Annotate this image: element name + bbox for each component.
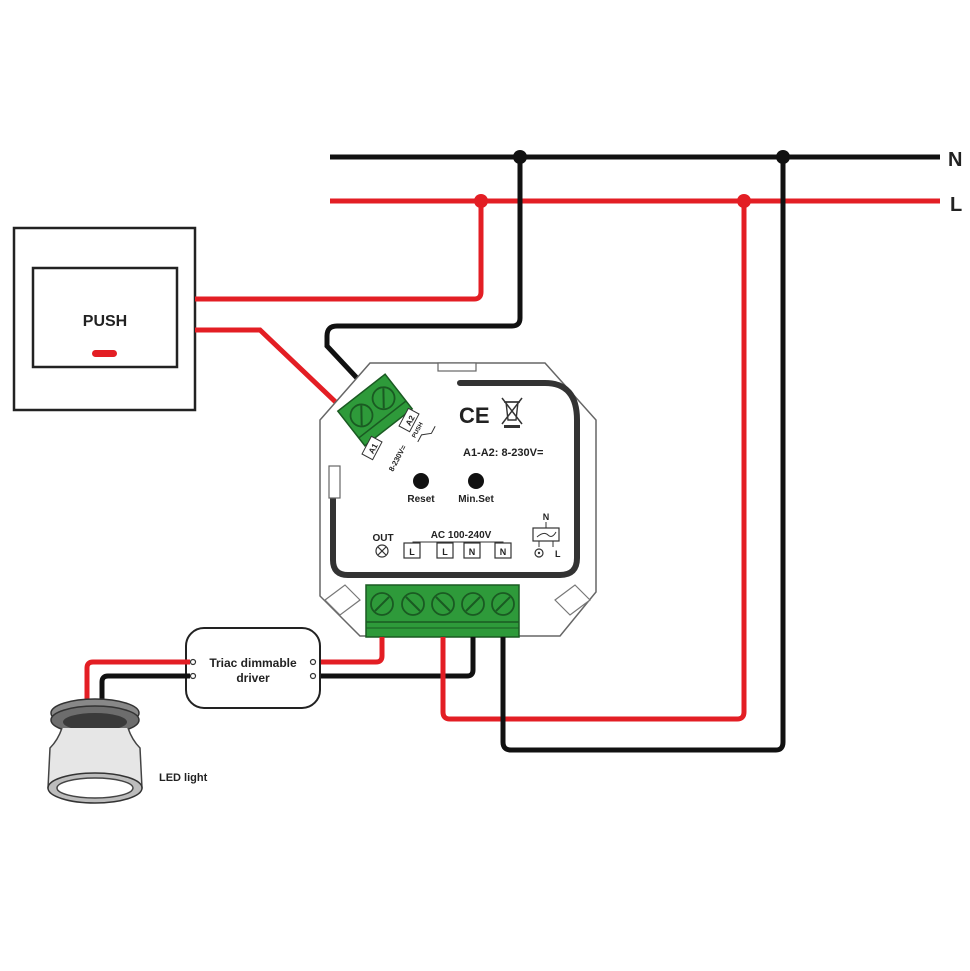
screw-slot — [374, 596, 390, 612]
triac-driver: Triac dimmable driver — [185, 627, 321, 709]
push-indicator — [92, 350, 117, 357]
terminal-label-l2: L — [442, 547, 448, 557]
push-switch: PUSH — [12, 226, 197, 412]
input-terminal-block — [336, 373, 414, 447]
screw-slot — [465, 596, 481, 612]
screw-slot — [495, 596, 511, 612]
a2-label: A2 — [404, 414, 417, 428]
live-bus-label: L — [950, 194, 962, 216]
weee-bin-icon — [501, 397, 523, 428]
terminal-label-l1: L — [409, 547, 415, 557]
min-set-button[interactable] — [468, 473, 484, 489]
out-label: OUT — [372, 533, 393, 544]
screw-slot — [435, 596, 451, 612]
terminal-label-n1: N — [469, 547, 476, 557]
min-set-label: Min.Set — [458, 494, 494, 505]
lamp-symbol-icon — [375, 544, 389, 558]
out-to-driver-live-wire — [318, 637, 385, 665]
neutral-to-driver-wire — [318, 637, 476, 679]
driver-label-line1: Triac dimmable — [209, 656, 297, 670]
svg-text:L: L — [555, 549, 561, 559]
driver-label-line2: driver — [236, 671, 270, 685]
input-voltage-label: A1-A2: 8-230V= — [463, 447, 543, 459]
ce-mark-icon: CE — [459, 403, 490, 428]
led-light-icon — [47, 698, 143, 804]
neutral-bus-label: N — [948, 149, 962, 171]
switch-live-wire — [195, 201, 484, 302]
dimmer-symbol-icon: N L — [532, 512, 561, 559]
module-neutral-supply-wire — [500, 157, 786, 753]
dimmer-module: A1 A2 8-230V= PUSH CE A1-A2: 8-230V= Res… — [319, 362, 597, 638]
terminal-label-group: L L N N — [403, 542, 512, 559]
screw-slot — [405, 596, 421, 612]
a2-neutral-wire — [324, 157, 523, 394]
led-live-wire — [84, 659, 190, 702]
reset-button[interactable] — [413, 473, 429, 489]
a1-label: A1 — [367, 442, 380, 456]
module-live-supply-wire — [440, 201, 747, 722]
push-label: PUSH — [83, 313, 127, 330]
led-neutral-wire — [99, 673, 190, 702]
ac-voltage-label: AC 100-240V — [431, 530, 492, 541]
led-light-label: LED light — [159, 772, 208, 784]
svg-text:N: N — [543, 512, 550, 522]
terminal-label-n2: N — [500, 547, 507, 557]
switch-output-wire — [195, 327, 346, 412]
reset-label: Reset — [407, 494, 435, 505]
